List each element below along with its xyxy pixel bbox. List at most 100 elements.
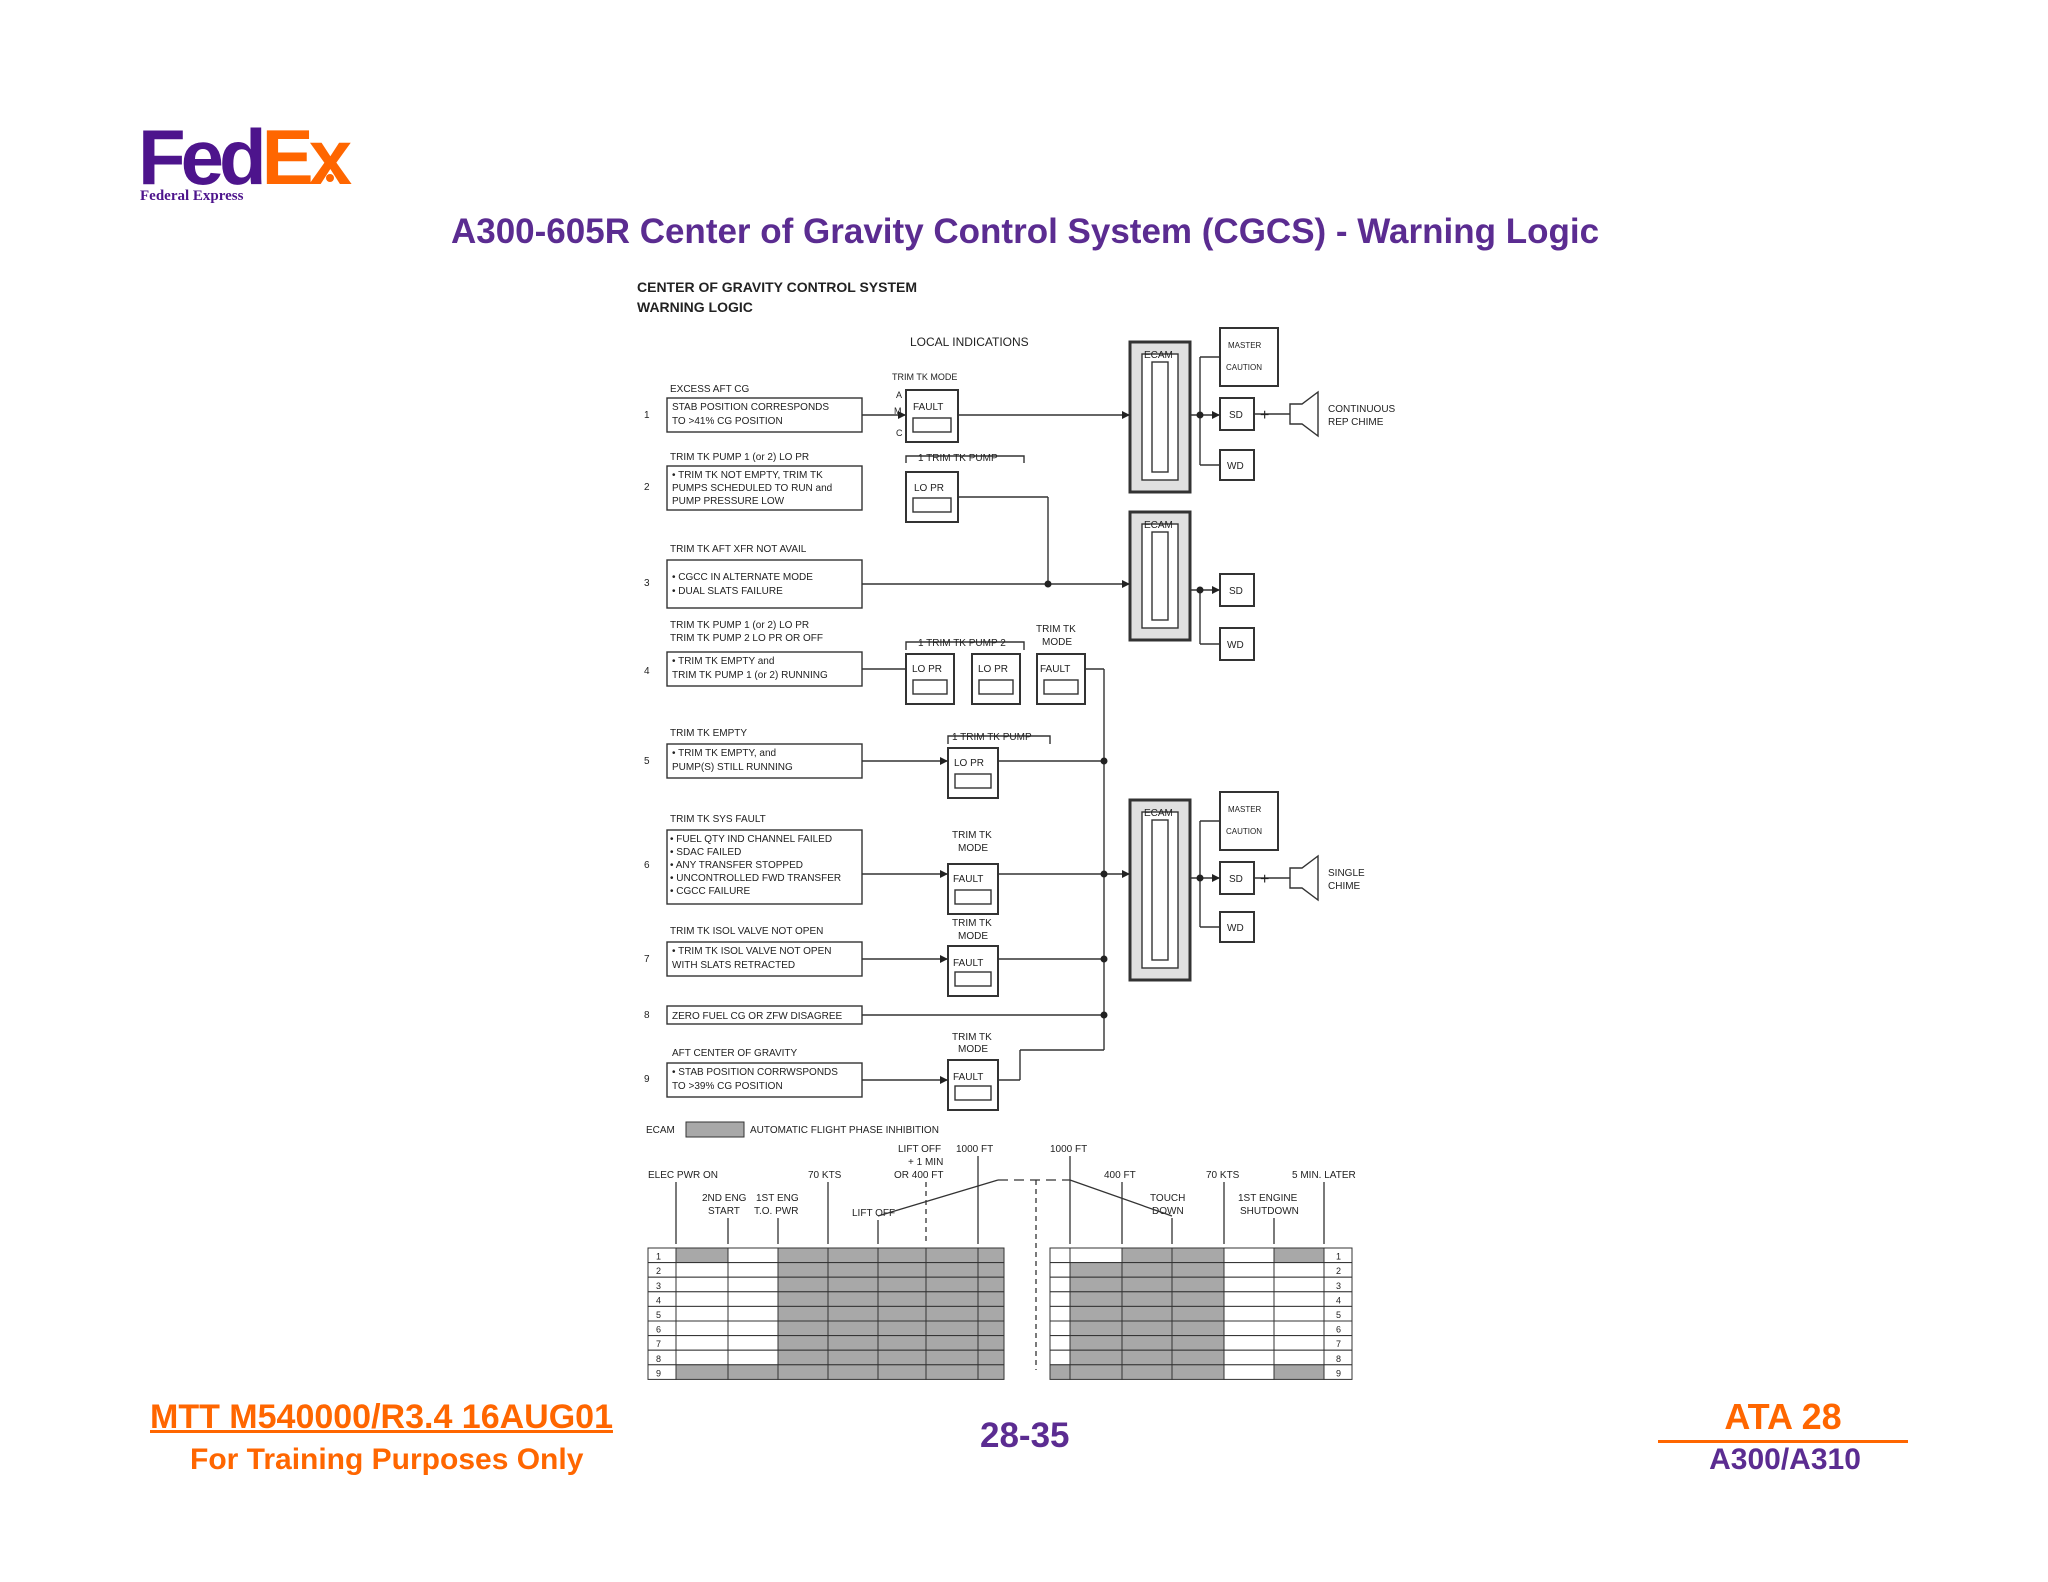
- ata-chapter: ATA 28: [1658, 1396, 1908, 1443]
- phase-cell: [877, 1320, 927, 1337]
- phase-cell: [1223, 1305, 1275, 1322]
- phase-cell: [925, 1262, 979, 1278]
- selector-c: C: [896, 428, 903, 438]
- phase-cell: [727, 1291, 779, 1307]
- phase-row-number: 8: [1336, 1354, 1341, 1364]
- phase-cell: [827, 1262, 879, 1278]
- phase-lift-off-3: OR 400 FT: [894, 1170, 943, 1181]
- phase-cell: [647, 1291, 677, 1307]
- phase-row-number: 7: [1336, 1339, 1341, 1349]
- phase-row-number: 6: [1336, 1325, 1341, 1335]
- row-label-6: TRIM TK SYS FAULT: [670, 814, 766, 825]
- phase-cell: [925, 1349, 979, 1366]
- phase-cell: [827, 1364, 879, 1380]
- phase-cell: [647, 1305, 677, 1322]
- phase-row-number: 7: [656, 1339, 661, 1349]
- row-num-9: 9: [644, 1074, 650, 1085]
- wd-label-3: WD: [1227, 923, 1244, 934]
- phase-cell: [977, 1335, 1005, 1351]
- row-num-6: 6: [644, 860, 650, 871]
- phase-cell: [977, 1320, 1005, 1337]
- phase-cell: [727, 1305, 779, 1322]
- row-line-3-2: • DUAL SLATS FAILURE: [672, 586, 783, 597]
- phase-cell: [1121, 1291, 1173, 1307]
- phase-elec-pwr-on: ELEC PWR ON: [648, 1170, 718, 1181]
- phase-cell: [727, 1320, 779, 1337]
- phase-row-number: 5: [656, 1310, 661, 1320]
- phase-cell: [925, 1320, 979, 1337]
- phase-row-number: 9: [656, 1368, 661, 1378]
- phase-touch-down-2: DOWN: [1152, 1206, 1184, 1217]
- lo-pr-light-4a: LO PR: [912, 664, 942, 675]
- lo-pr-light-5: LO PR: [954, 758, 984, 769]
- phase-cell: [925, 1305, 979, 1322]
- row-label-1: EXCESS AFT CG: [670, 384, 750, 395]
- selector-m: M: [894, 406, 902, 416]
- phase-cell: [675, 1276, 729, 1293]
- legend-ecam: ECAM: [646, 1125, 675, 1136]
- phase-cell: [1069, 1276, 1123, 1293]
- phase-cell: [647, 1335, 677, 1351]
- phase-cell: [877, 1291, 927, 1307]
- phase-cell: [675, 1262, 729, 1278]
- phase-1st-eng-2: T.O. PWR: [754, 1206, 798, 1217]
- fault-light-6: FAULT: [953, 874, 983, 885]
- pump-label-5: 1 TRIM TK PUMP: [952, 732, 1032, 743]
- fault-light-9: FAULT: [953, 1072, 983, 1083]
- phase-cell: [647, 1247, 677, 1264]
- trim-tk-label-4: TRIM TK: [1036, 624, 1076, 635]
- row-line-2-1: • TRIM TK NOT EMPTY, TRIM TK: [672, 470, 823, 481]
- phase-cell: [647, 1276, 677, 1293]
- phase-cell: [777, 1262, 829, 1278]
- phase-cell: [1273, 1262, 1325, 1278]
- logo-fed: Fed: [138, 113, 267, 201]
- row-label-9: AFT CENTER OF GRAVITY: [672, 1048, 798, 1059]
- phase-cell: [727, 1364, 779, 1380]
- row-num-1: 1: [644, 410, 650, 421]
- row-line-5-2: PUMP(S) STILL RUNNING: [672, 762, 793, 773]
- phase-row-number: 6: [656, 1325, 661, 1335]
- phase-70kts-1: 70 KTS: [808, 1170, 842, 1181]
- phase-cell: [827, 1349, 879, 1366]
- row-line-2-2: PUMPS SCHEDULED TO RUN and: [672, 483, 832, 494]
- phase-cell: [1121, 1364, 1173, 1380]
- master-label-2: MASTER: [1228, 805, 1262, 814]
- phase-cell: [777, 1247, 829, 1264]
- phase-cell: [1223, 1247, 1275, 1264]
- row-num-4: 4: [644, 666, 650, 677]
- phase-1000ft-2: 1000 FT: [1050, 1144, 1087, 1155]
- local-indications-label: LOCAL INDICATIONS: [910, 335, 1029, 349]
- phase-cell: [1069, 1335, 1123, 1351]
- trim-tk-label-6: TRIM TK: [952, 830, 992, 841]
- phase-cell: [777, 1335, 829, 1351]
- phase-cell: [827, 1291, 879, 1307]
- diagram-subheading: WARNING LOGIC: [637, 299, 753, 315]
- phase-cell: [1171, 1247, 1225, 1264]
- phase-cell: [1069, 1364, 1123, 1380]
- phase-cell: [1273, 1291, 1325, 1307]
- row-label-3: TRIM TK AFT XFR NOT AVAIL: [670, 544, 807, 555]
- diagram-heading: CENTER OF GRAVITY CONTROL SYSTEM: [637, 279, 917, 295]
- phase-cell: [1049, 1276, 1071, 1293]
- phase-cell: [1171, 1320, 1225, 1337]
- phase-1st-eng-1: 1ST ENG: [756, 1193, 799, 1204]
- row-line-7-2: WITH SLATS RETRACTED: [672, 960, 795, 971]
- phase-cell: [925, 1276, 979, 1293]
- phase-cell: [1273, 1305, 1325, 1322]
- phase-lift-off: LIFT OFF: [852, 1208, 895, 1219]
- wd-label-2: WD: [1227, 640, 1244, 651]
- ecam-label-3: ECAM: [1144, 808, 1173, 819]
- row-line-3-1: • CGCC IN ALTERNATE MODE: [672, 572, 813, 583]
- phase-cell: [647, 1349, 677, 1366]
- phase-row-number: 5: [1336, 1310, 1341, 1320]
- phase-cell: [647, 1364, 677, 1380]
- document-reference: MTT M540000/R3.4 16AUG01: [150, 1398, 613, 1436]
- phase-lift-off-1: LIFT OFF: [898, 1144, 941, 1155]
- phase-cell: [1049, 1320, 1071, 1337]
- row-num-2: 2: [644, 482, 650, 493]
- phase-row-number: 4: [656, 1295, 661, 1305]
- row-num-8: 8: [644, 1010, 650, 1021]
- phase-cell: [1049, 1364, 1071, 1380]
- phase-400ft: 400 FT: [1104, 1170, 1136, 1181]
- phase-cell: [1069, 1349, 1123, 1366]
